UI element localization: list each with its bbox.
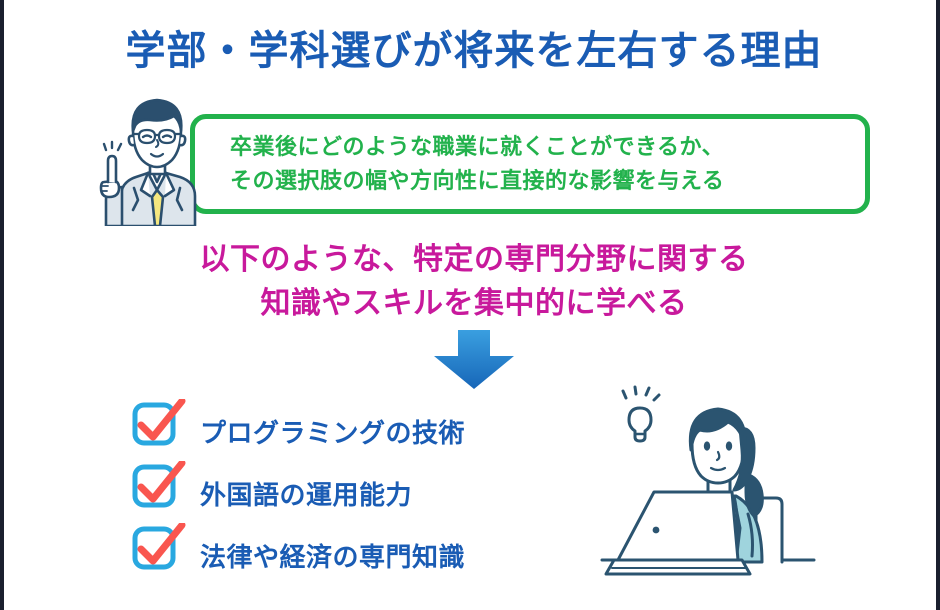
subtitle-text: 以下のような、特定の専門分野に関する 知識やスキルを集中的に学べる: [4, 238, 936, 325]
callout-line-1: 卒業後にどのような職業に就くことができるか、: [230, 134, 725, 159]
list-item[interactable]: 外国語の運用能力: [132, 454, 552, 516]
woman-at-laptop-illustration: [596, 382, 820, 604]
callout-box: [190, 114, 870, 214]
man-pointing-up-illustration: [88, 78, 220, 228]
list-item[interactable]: プログラミングの技術: [132, 392, 552, 454]
checkbox-checked-icon[interactable]: [132, 459, 186, 509]
list-item[interactable]: 法律や経済の専門知識: [132, 516, 552, 578]
list-item-label: 法律や経済の専門知識: [200, 541, 466, 572]
checkbox-checked-icon[interactable]: [132, 521, 186, 571]
checkbox-checked-icon[interactable]: [132, 397, 186, 447]
down-arrow-icon: [429, 330, 519, 390]
subtitle-line-1: 以下のような、特定の専門分野に関する: [199, 243, 749, 276]
list-item-label: 外国語の運用能力: [200, 479, 413, 510]
checklist: プログラミングの技術 外国語の運用能力 法律や経済の専門知識: [132, 392, 552, 578]
list-item-label: プログラミングの技術: [200, 417, 466, 448]
page-title: 学部・学科選びが将来を左右する理由: [125, 29, 823, 73]
callout-text: 卒業後にどのような職業に就くことができるか、 その選択肢の幅や方向性に直接的な影…: [230, 130, 850, 198]
subtitle-line-2: 知識やスキルを集中的に学べる: [260, 286, 688, 320]
callout-line-2: その選択肢の幅や方向性に直接的な影響を与える: [230, 168, 725, 194]
